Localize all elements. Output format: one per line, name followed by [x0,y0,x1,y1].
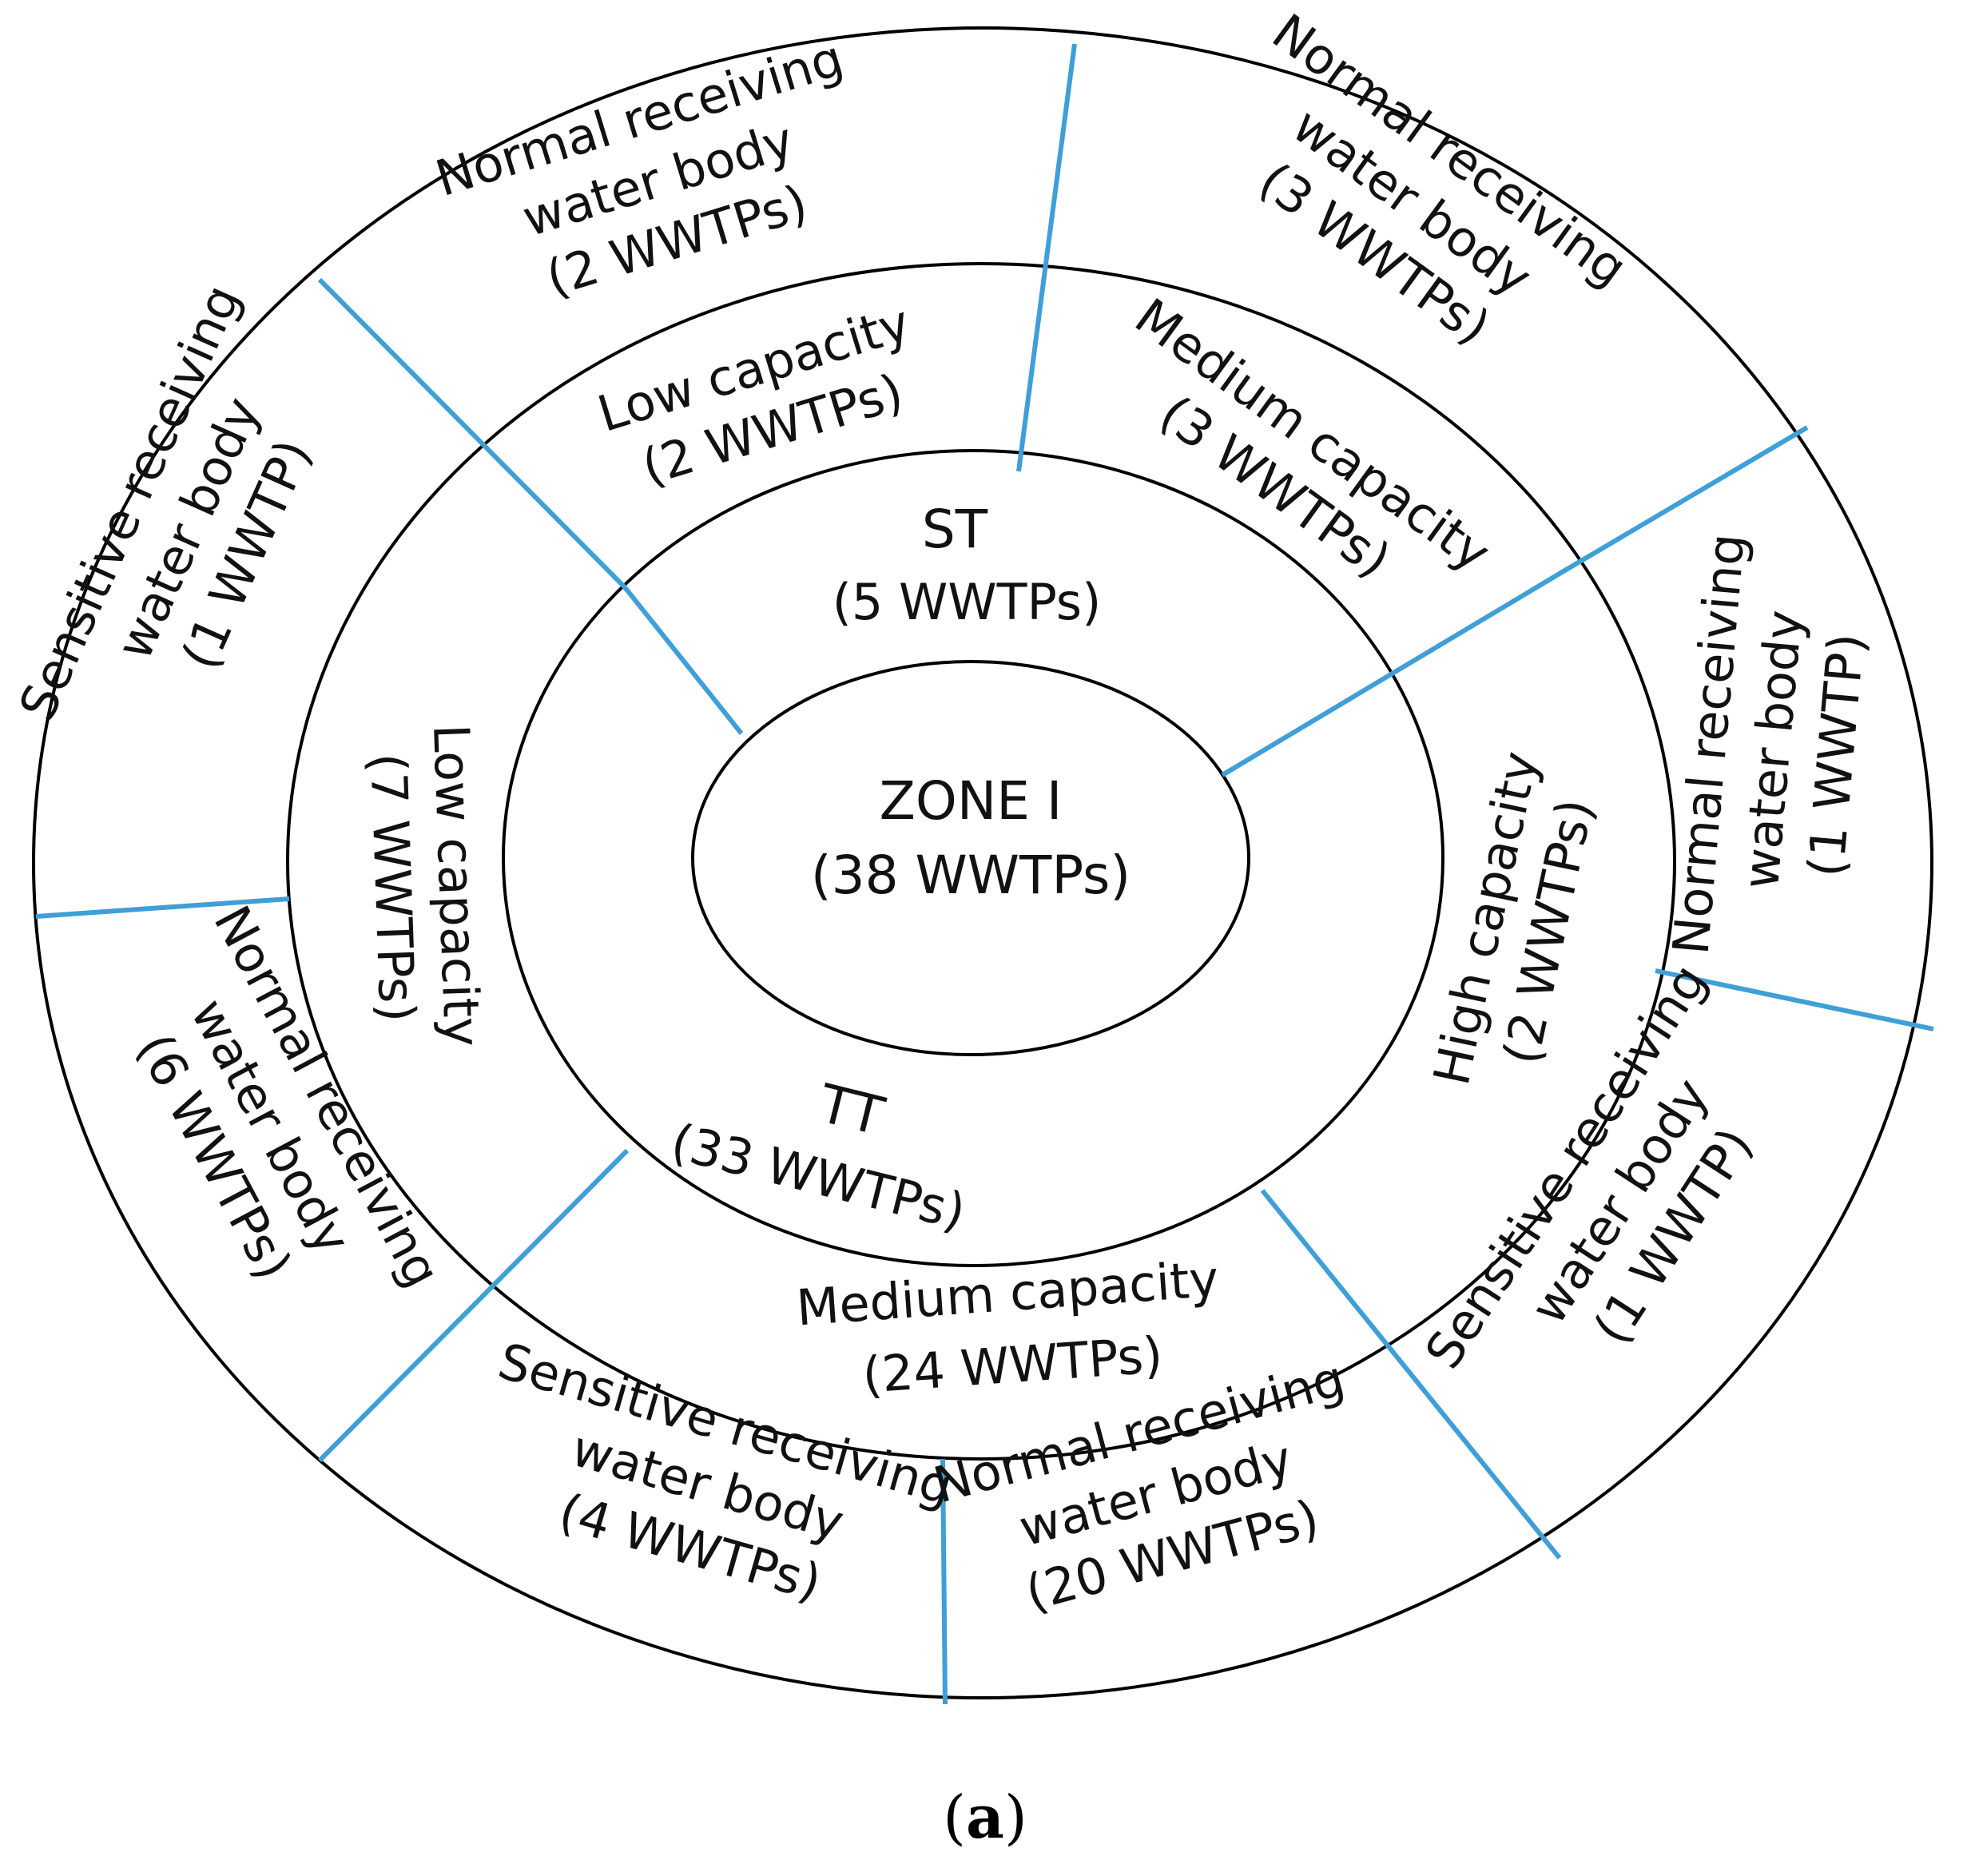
divider-st-tt-inner [622,586,744,735]
capacity-count-line: (7 WWTPs) [359,753,427,1023]
capacity-medium-top: Medium capacity (3 WWTPs) [1125,287,1501,589]
receiving-upper-left: Sensitive receiving water body (1 WWTP) [8,276,323,729]
divider-outer-upper-left [317,277,627,590]
capacity-ring [286,262,1676,1461]
center-ring [691,660,1250,1056]
treatment-st-name: ST [922,499,988,560]
caption-open-paren: ( [943,1783,966,1852]
capacity-medium-bottom: Medium capacity (24 WWTPs) [794,1250,1220,1405]
outer-ring [32,26,1933,1699]
treatment-tt-label: TT (33 WWTPs) [666,1072,972,1242]
treatment-st-label: ST (5 WWTPs) [833,499,1102,631]
figure-caption: (a) [943,1783,1027,1852]
zone-title: ZONE I [880,770,1063,832]
divider-outer-bottom [940,1458,948,1705]
divider-outer-upper-right [1566,425,1809,571]
divider-lowcap-medcap-bottom [317,1148,630,1463]
receiving-top-left: Normal receiving water body (2 WWTPs) [429,29,850,308]
receiving-line-1: Normal receiving [1662,531,1757,957]
capacity-low-top: Low capacity (2 WWTPs) [591,293,916,497]
divider-outer-right [1655,968,1934,1031]
divider-st-tt-right [1221,566,1569,777]
divider-outer-left [35,896,290,919]
caption-close-paren: ) [1004,1783,1027,1852]
divider-highcap-medcap-bottom [1260,1189,1562,1560]
capacity-low-left: Low capacity (7 WWTPs) [359,723,491,1047]
capacity-label-line: Medium capacity [794,1250,1220,1337]
receiving-right: Normal receiving water body (1 WWTP) [1662,531,1876,957]
zone-count: (38 WWTPs) [811,845,1131,906]
capacity-label-line: Low capacity [422,723,491,1047]
capacity-count-line: (24 WWTPs) [860,1326,1164,1405]
treatment-tt-name: TT [813,1072,890,1147]
treatment-ring [502,449,1444,1267]
caption-letter: a [966,1783,1004,1852]
capacity-high-right: High capacity (2 WWTPs) [1422,746,1605,1090]
divider-lowcap-medcap-top [1016,43,1077,472]
treatment-st-count: (5 WWTPs) [833,573,1102,631]
zone-center-label: ZONE I (38 WWTPs) [811,770,1131,906]
